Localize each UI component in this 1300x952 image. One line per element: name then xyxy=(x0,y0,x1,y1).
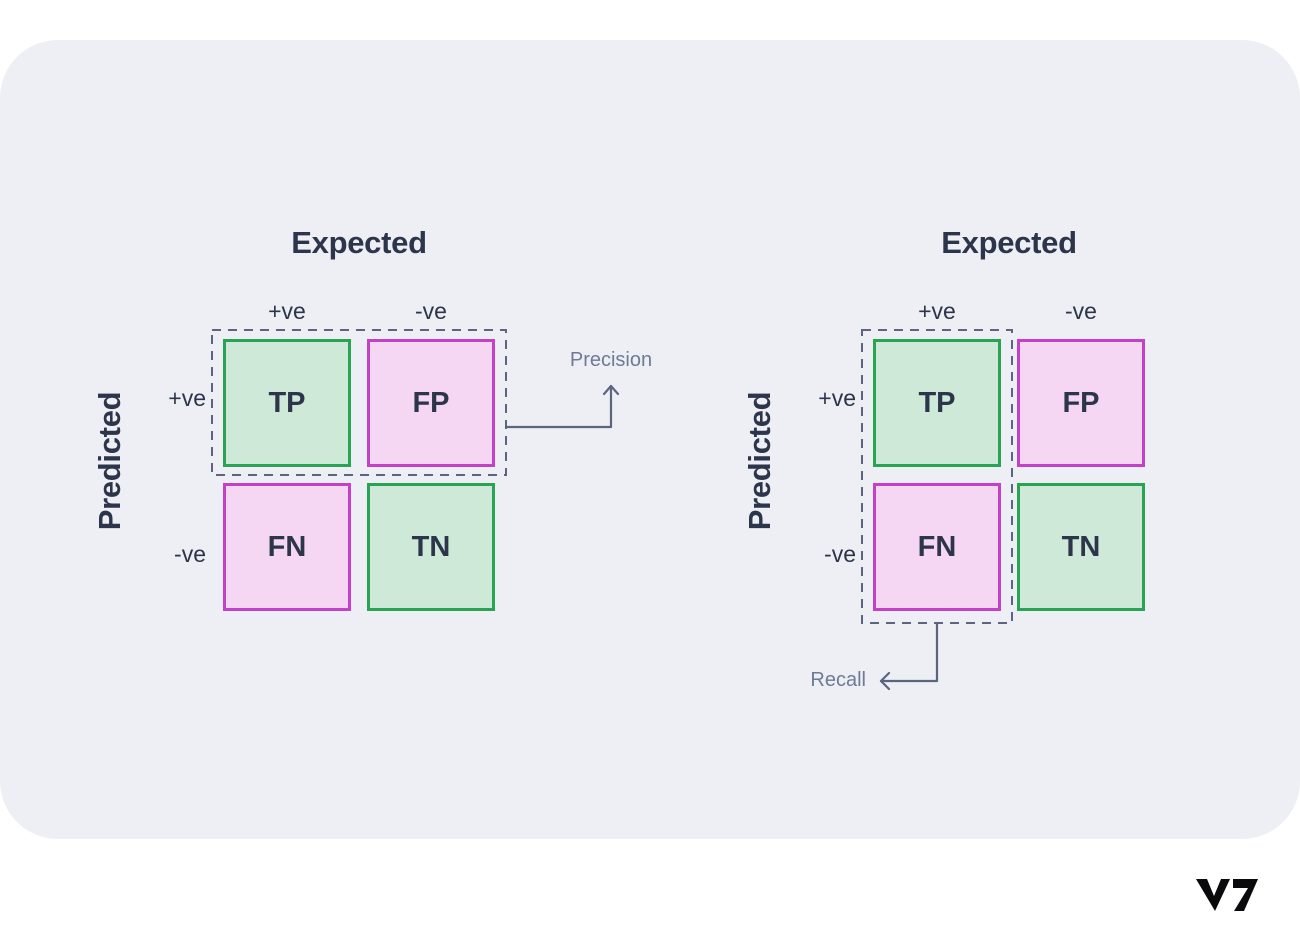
expected-axis-title: Expected xyxy=(941,225,1077,260)
cell-tp: TP xyxy=(223,339,351,467)
row-label-negative: -ve xyxy=(824,541,856,567)
col-label-positive: +ve xyxy=(268,298,306,324)
cell-fn: FN xyxy=(223,483,351,611)
col-label-negative: -ve xyxy=(1065,298,1097,324)
expected-axis-title: Expected xyxy=(291,225,427,260)
row-label-positive: +ve xyxy=(818,385,856,411)
diagram-recall: Expected Predicted +ve -ve +ve -ve TP FP… xyxy=(650,0,1300,952)
precision-label: Precision xyxy=(569,349,653,371)
precision-arrow xyxy=(504,384,620,429)
cell-tn: TN xyxy=(367,483,495,611)
cell-tp-label: TP xyxy=(268,386,306,419)
cell-tn-label: TN xyxy=(1061,530,1101,563)
cell-fp: FP xyxy=(367,339,495,467)
cell-fp-label: FP xyxy=(412,386,450,419)
col-label-negative: -ve xyxy=(415,298,447,324)
v7-logo-icon xyxy=(1196,879,1258,911)
row-label-positive: +ve xyxy=(168,385,206,411)
diagram-precision: Expected Predicted +ve -ve +ve -ve TP FP… xyxy=(92,225,652,611)
recall-label: Recall xyxy=(810,669,866,691)
cell-fp-label: FP xyxy=(1062,386,1100,419)
cell-tn: TN xyxy=(1017,483,1145,611)
col-label-positive: +ve xyxy=(918,298,956,324)
cell-fn: FN xyxy=(873,483,1001,611)
cell-tn-label: TN xyxy=(411,530,451,563)
row-label-negative: -ve xyxy=(174,541,206,567)
cell-tp: TP xyxy=(873,339,1001,467)
cell-tp-label: TP xyxy=(918,386,956,419)
cell-fn-label: FN xyxy=(917,530,957,563)
cell-fp: FP xyxy=(1017,339,1145,467)
cell-fn-label: FN xyxy=(267,530,307,563)
recall-arrow xyxy=(879,621,939,691)
